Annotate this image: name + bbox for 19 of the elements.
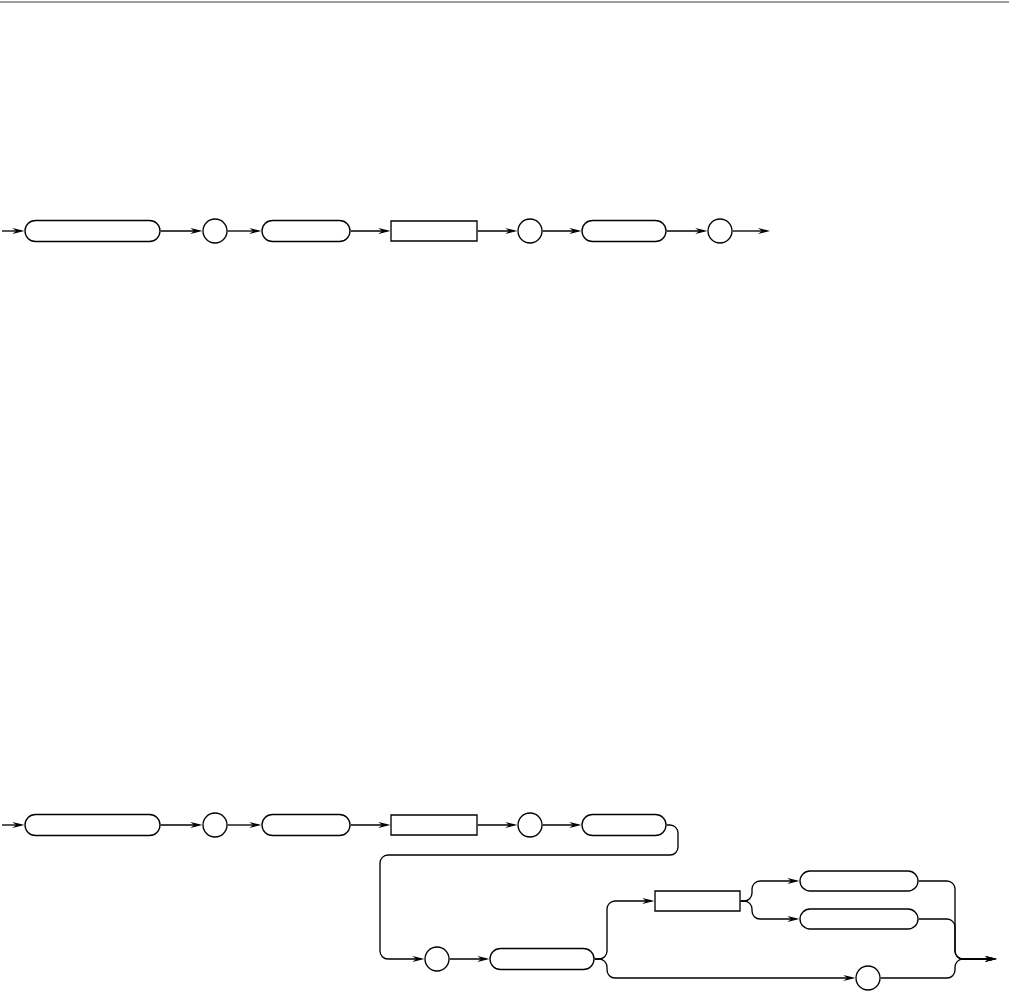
circle (517, 218, 543, 244)
rounded-box (261, 813, 351, 837)
circle (707, 218, 733, 244)
rounded-box (489, 947, 595, 971)
circle (202, 812, 228, 838)
rectangle-box (390, 220, 478, 242)
rounded-box (799, 870, 919, 892)
circle (202, 218, 228, 244)
rounded-box (581, 219, 667, 243)
circle (855, 965, 881, 991)
rounded-box (24, 219, 161, 243)
rounded-box (581, 813, 667, 837)
circle (424, 946, 450, 972)
rounded-box (261, 219, 351, 243)
rectangle-box (654, 890, 741, 912)
circle (517, 812, 543, 838)
rectangle-box (390, 814, 478, 836)
rounded-box (799, 908, 919, 930)
rounded-box (24, 813, 161, 837)
